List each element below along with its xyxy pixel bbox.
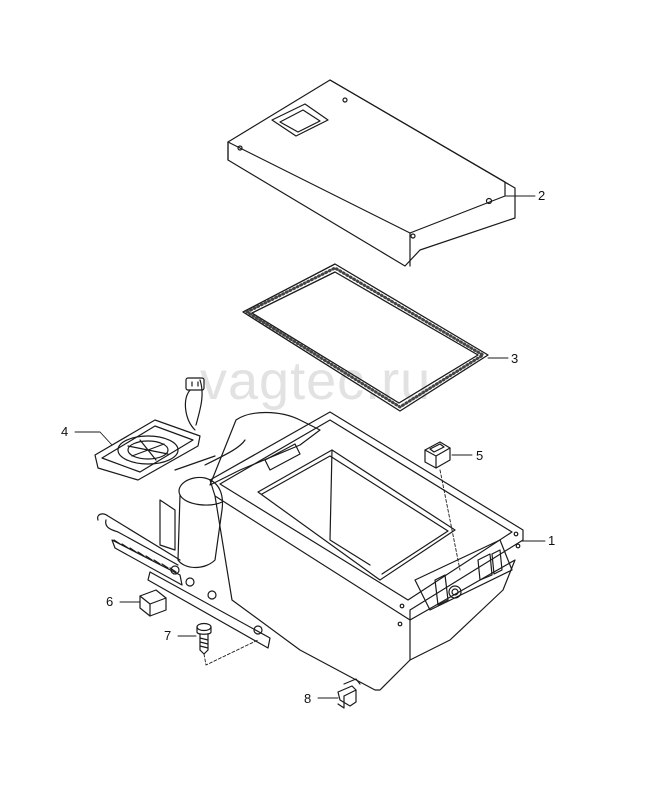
part-clip[interactable]	[337, 678, 361, 709]
part-lid[interactable]	[227, 79, 516, 267]
callout-1: 1	[548, 533, 556, 548]
part-switch[interactable]	[424, 441, 451, 469]
part-grommet[interactable]	[139, 589, 167, 617]
compressor-unit	[97, 411, 321, 649]
callout-7: 7	[164, 628, 172, 643]
callout-4: 4	[61, 424, 69, 439]
callout-5: 5	[476, 448, 484, 463]
part-screw[interactable]	[196, 622, 212, 655]
leader-lines	[74, 195, 546, 699]
part-cooling-box[interactable]	[209, 411, 524, 691]
callout-2: 2	[538, 188, 546, 203]
part-fan[interactable]	[94, 377, 205, 481]
callout-6: 6	[106, 594, 114, 609]
part-seal[interactable]	[242, 263, 489, 412]
callout-8: 8	[304, 691, 312, 706]
callout-3: 3	[511, 351, 519, 366]
